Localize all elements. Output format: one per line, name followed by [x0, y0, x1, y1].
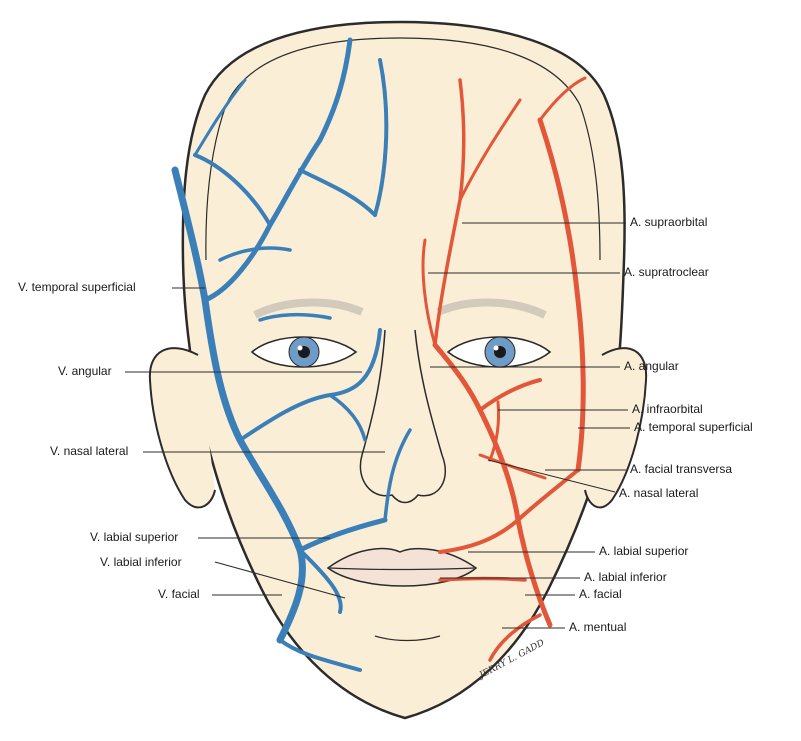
label-a-mentual: A. mentual	[569, 620, 627, 634]
mouth	[326, 547, 478, 587]
left-eye	[250, 336, 358, 368]
skin-edge-right	[399, 37, 601, 261]
label-a-facial-transversa: A. facial transversa	[630, 462, 733, 476]
label-a-labial-superior: A. labial superior	[599, 544, 689, 558]
left-ear	[148, 347, 216, 509]
label-v-temporal-superficial: V. temporal superficial	[18, 280, 136, 294]
label-v-labial-superior: V. labial superior	[90, 530, 179, 544]
left-eyebrow	[253, 298, 364, 319]
veins	[171, 37, 412, 672]
label-v-angular: V. angular	[58, 364, 112, 378]
label-v-nasal-lateral: V. nasal lateral	[50, 444, 129, 458]
label-v-facial: V. facial	[158, 587, 200, 601]
label-a-facial: A. facial	[579, 587, 622, 601]
nose	[359, 329, 447, 504]
label-v-labial-inferior: V. labial inferior	[100, 555, 182, 569]
leader-lines	[125, 222, 630, 629]
label-a-supraorbital: A. supraorbital	[630, 215, 708, 229]
label-a-angular: A. angular	[624, 359, 679, 373]
right-eye	[446, 336, 552, 368]
label-a-labial-inferior: A. labial inferior	[584, 570, 667, 584]
right-eyebrow	[436, 298, 547, 319]
label-a-infraorbital: A. infraorbital	[632, 402, 703, 416]
label-a-temporal-superficial: A. temporal superficial	[634, 420, 753, 434]
chin-crease	[374, 635, 441, 642]
head-outline	[181, 20, 626, 720]
arteries	[421, 76, 587, 662]
label-a-supratroclear: A. supratroclear	[624, 265, 709, 279]
label-a-nasal-lateral: A. nasal lateral	[619, 486, 699, 500]
